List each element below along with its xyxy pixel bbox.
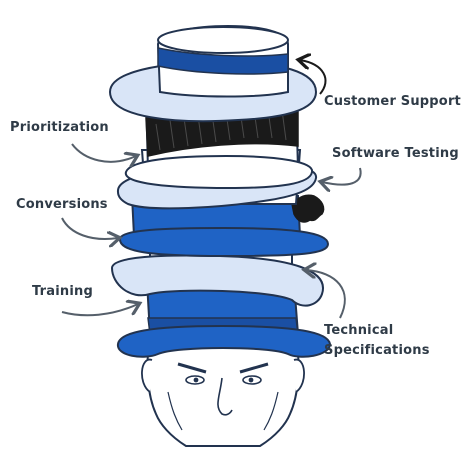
- black-hat-brim: [124, 154, 313, 190]
- white-bowler-hat: [110, 247, 324, 307]
- label-conversions: Conversions: [16, 197, 108, 212]
- label-software-testing: Software Testing: [332, 146, 459, 161]
- right-ear: [293, 358, 305, 393]
- arrow-conversions: [61, 217, 118, 239]
- face: [141, 337, 305, 447]
- boater-hat: [108, 24, 318, 123]
- arrow-training: [61, 304, 138, 317]
- nose: [217, 377, 233, 416]
- label-specifications: Specifications: [324, 343, 430, 358]
- right-eyebrow: [239, 362, 269, 374]
- flat-blue-hat: [118, 194, 330, 258]
- flat-hat-brim: [118, 226, 330, 258]
- right-pupil: [248, 377, 254, 383]
- label-training: Training: [32, 284, 93, 299]
- arrow-technical-specifications: [306, 270, 346, 319]
- face-outline: [146, 337, 300, 447]
- left-eyebrow: [177, 362, 207, 374]
- boater-top: [157, 26, 289, 54]
- top-hat-brim: [117, 324, 332, 358]
- feather: [291, 194, 325, 223]
- left-pupil: [193, 377, 199, 383]
- label-technical: Technical: [324, 323, 394, 338]
- arrow-customer-support: [300, 60, 327, 95]
- top-hat-blue: [117, 281, 332, 358]
- left-ear: [141, 358, 153, 393]
- arrow-software-testing: [322, 167, 362, 185]
- boater-band: [157, 47, 289, 75]
- arrow-prioritization: [71, 143, 136, 162]
- cheek-lines: [167, 391, 279, 431]
- label-customer-support: Customer Support: [324, 94, 461, 109]
- label-prioritization: Prioritization: [10, 120, 109, 135]
- black-hat-band-texture: [155, 109, 287, 151]
